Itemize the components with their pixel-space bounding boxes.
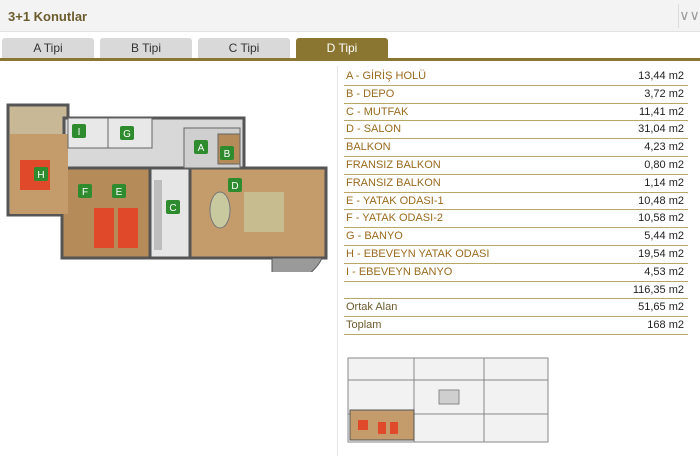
tab-c-tipi[interactable]: C Tipi xyxy=(198,38,290,58)
room-label: E - YATAK ODASI-1 xyxy=(346,194,444,207)
room-area: 19,54 m2 xyxy=(638,247,684,260)
subtotal-value: 116,35 m2 xyxy=(632,283,684,296)
double-chevron-down-icon[interactable]: ∨∨ xyxy=(678,4,700,28)
tab-d-tipi[interactable]: D Tipi xyxy=(296,38,388,58)
room-area: 5,44 m2 xyxy=(644,230,684,243)
table-row: E - YATAK ODASI-1 10,48 m2 xyxy=(344,193,688,211)
room-label: A - GİRİŞ HOLÜ xyxy=(346,70,427,82)
marker-f: F xyxy=(82,187,88,198)
room-label: C - MUTFAK xyxy=(346,105,409,118)
common-area-value: 51,65 m2 xyxy=(638,301,684,314)
tab-b-tipi[interactable]: B Tipi xyxy=(100,38,192,58)
room-label: H - EBEVEYN YATAK ODASI xyxy=(346,247,490,260)
table-row: H - EBEVEYN YATAK ODASI 19,54 m2 xyxy=(344,246,688,264)
marker-a: A xyxy=(198,143,205,154)
table-row: A - GİRİŞ HOLÜ 13,44 m2 xyxy=(344,68,688,86)
table-row: G - BANYO 5,44 m2 xyxy=(344,228,688,246)
page-title: 3+1 Konutlar xyxy=(8,9,88,24)
floor-plan: H I G A B F E C D xyxy=(4,100,332,272)
table-row: C - MUTFAK 11,41 m2 xyxy=(344,104,688,122)
marker-g: G xyxy=(123,129,131,140)
marker-e: E xyxy=(116,187,123,198)
room-area: 31,04 m2 xyxy=(638,123,684,136)
table-row: B - DEPO 3,72 m2 xyxy=(344,86,688,104)
room-markers: H I G A B F E C D xyxy=(34,124,242,214)
room-label: F - YATAK ODASI-2 xyxy=(346,212,443,225)
area-table: A - GİRİŞ HOLÜ 13,44 m2 B - DEPO 3,72 m2 C… xyxy=(344,68,688,335)
room-area: 4,53 m2 xyxy=(644,265,684,278)
room-area: 10,58 m2 xyxy=(638,212,684,225)
marker-i: I xyxy=(78,127,81,138)
room-area: 4,23 m2 xyxy=(644,141,684,154)
common-area-label: Ortak Alan xyxy=(346,301,398,314)
subtotal-row: 116,35 m2 xyxy=(344,282,688,300)
marker-b: B xyxy=(224,149,231,160)
table-row: FRANSIZ BALKON 0,80 m2 xyxy=(344,157,688,175)
room-label: B - DEPO xyxy=(346,87,395,100)
marker-h: H xyxy=(37,170,44,181)
divider xyxy=(337,66,338,456)
table-row: BALKON 4,23 m2 xyxy=(344,139,688,157)
room-label: D - SALON xyxy=(346,123,402,136)
room-label: G - BANYO xyxy=(346,230,403,243)
total-label: Toplam xyxy=(346,319,382,332)
type-tabs: A Tipi B Tipi C Tipi D Tipi xyxy=(0,38,700,58)
table-row: I - EBEVEYN BANYO 4,53 m2 xyxy=(344,264,688,282)
room-label: FRANSIZ BALKON xyxy=(346,158,441,171)
key-plan-thumbnail xyxy=(344,350,554,448)
room-label: FRANSIZ BALKON xyxy=(346,176,441,189)
table-row: D - SALON 31,04 m2 xyxy=(344,121,688,140)
page-header: 3+1 Konutlar ∨∨ xyxy=(0,0,700,32)
tab-underline xyxy=(0,58,700,61)
table-row: FRANSIZ BALKON 1,14 m2 xyxy=(344,175,688,193)
room-area: 10,48 m2 xyxy=(638,194,684,207)
tab-a-tipi[interactable]: A Tipi xyxy=(2,38,94,58)
marker-d: D xyxy=(231,181,238,192)
total-value: 168 m2 xyxy=(647,319,684,332)
marker-c: C xyxy=(169,203,176,214)
table-row: F - YATAK ODASI-2 10,58 m2 xyxy=(344,210,688,229)
room-area: 1,14 m2 xyxy=(644,176,684,189)
common-area-row: Ortak Alan 51,65 m2 xyxy=(344,299,688,318)
room-area: 3,72 m2 xyxy=(644,87,684,100)
room-label: I - EBEVEYN BANYO xyxy=(346,265,453,278)
room-label: BALKON xyxy=(346,141,391,154)
room-area: 13,44 m2 xyxy=(638,70,684,82)
total-row: Toplam 168 m2 xyxy=(344,317,688,335)
room-area: 0,80 m2 xyxy=(644,158,684,171)
room-area: 11,41 m2 xyxy=(638,105,684,118)
